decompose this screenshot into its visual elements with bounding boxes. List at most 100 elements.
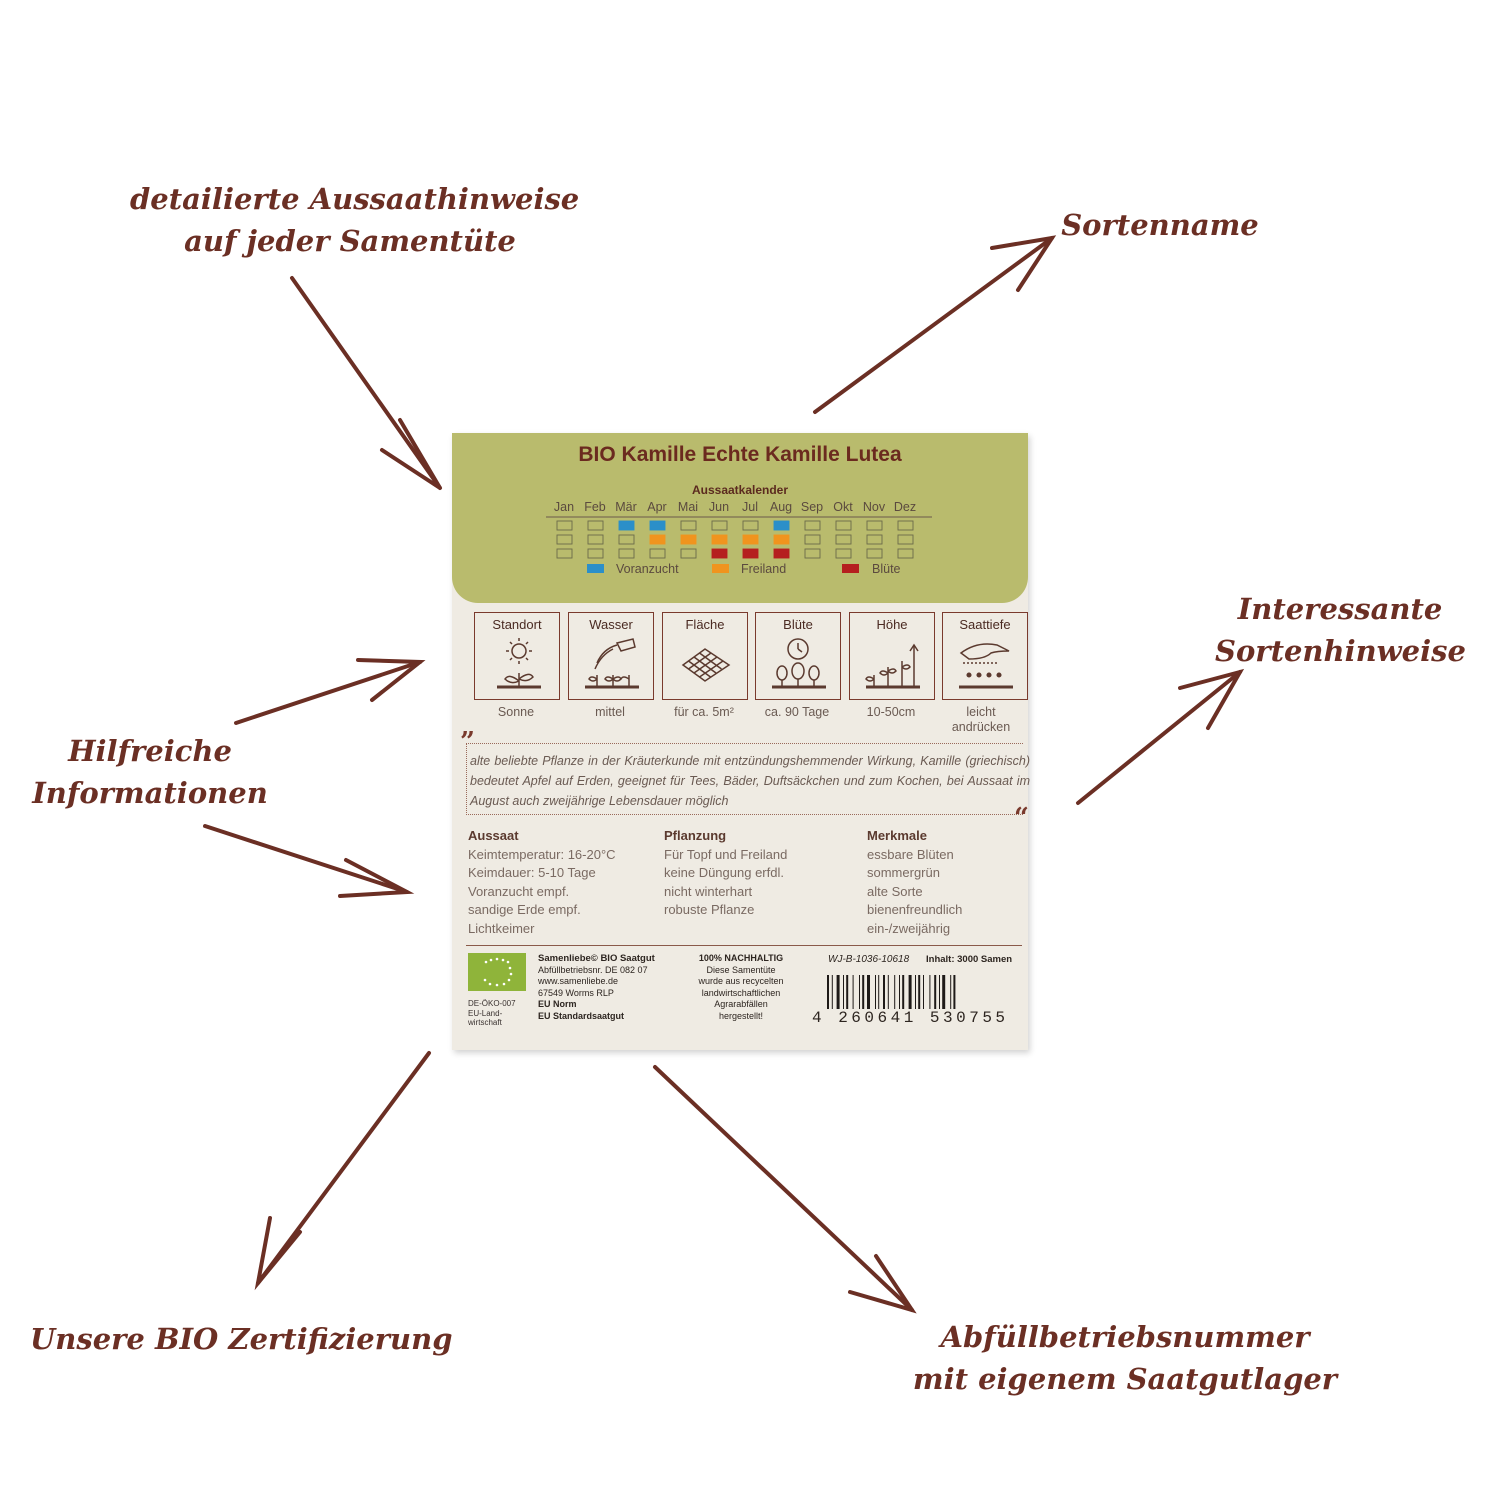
legend-label-voranzucht: Voranzucht bbox=[616, 562, 679, 576]
calendar-month-apr: Apr bbox=[647, 500, 666, 514]
sustainability-note: 100% NACHHALTIG Diese Samentüte wurde au… bbox=[686, 953, 796, 1022]
icon-box-bluete: Blüte bbox=[755, 612, 841, 700]
calendar-cell-bluete bbox=[773, 548, 790, 559]
height-arrow-icon bbox=[865, 643, 920, 689]
calendar-cell-voranzucht bbox=[711, 520, 728, 531]
aussaat-item: sandige Erde empf. bbox=[468, 902, 581, 917]
calendar-cell-bluete bbox=[742, 548, 759, 559]
callout-interesting-line2: Sortenhinweise bbox=[1215, 634, 1466, 668]
merkmale-item: bienenfreundlich bbox=[867, 902, 963, 917]
calendar-cell-freiland bbox=[897, 534, 914, 545]
arrow-helpful-2 bbox=[203, 824, 409, 894]
pflanzung-item: robuste Pflanze bbox=[664, 902, 755, 917]
icon-value-wasser: mittel bbox=[595, 705, 625, 719]
callout-hints-line2: auf jeder Samentüte bbox=[184, 224, 516, 258]
calendar-title: Aussaatkalender bbox=[691, 483, 789, 497]
calendar-cell-bluete bbox=[897, 548, 914, 559]
calendar-cell-voranzucht bbox=[773, 520, 790, 531]
arrow-helpful-2-head bbox=[338, 858, 415, 898]
seed-packet: BIO Kamille Echte Kamille Lutea Aussaatk… bbox=[452, 433, 1030, 1050]
clock-plant-icon bbox=[772, 638, 826, 689]
barcode-bar bbox=[915, 975, 916, 1009]
icon-value-saattiefe: leicht andrücken bbox=[951, 705, 1011, 734]
variety-description: alte beliebte Pflanze in der Kräuterkund… bbox=[470, 754, 1030, 808]
calendar-cell-voranzucht bbox=[649, 520, 666, 531]
merkmale-item: sommergrün bbox=[867, 865, 940, 880]
icon-box-label: Standort bbox=[492, 617, 542, 632]
legend-label-bluete: Blüte bbox=[872, 562, 901, 576]
merkmale-title: Merkmale bbox=[867, 828, 927, 843]
pflanzung-item: nicht winterhart bbox=[664, 883, 753, 899]
producer-info: Samenliebe© BIO Saatgut Abfüllbetriebsnr… bbox=[538, 953, 655, 1022]
barcode-bar bbox=[929, 975, 931, 1009]
eu-organic-logo bbox=[468, 953, 526, 991]
calendar-cell-voranzucht bbox=[866, 520, 883, 531]
calendar-cell-freiland bbox=[649, 534, 666, 545]
calendar-month-feb: Feb bbox=[584, 500, 606, 514]
barcode-bar bbox=[894, 975, 896, 1009]
calendar-cell-bluete bbox=[649, 548, 666, 559]
sustainable-line: landwirtschaftlichen bbox=[701, 987, 781, 998]
quote-frame bbox=[466, 743, 1023, 815]
barcode-bar bbox=[846, 975, 849, 1009]
seed-content: Inhalt: 3000 Samen bbox=[926, 954, 1013, 965]
footer-divider bbox=[466, 945, 1022, 946]
calendar-cell-voranzucht bbox=[618, 520, 635, 531]
watering-can-icon bbox=[585, 638, 639, 689]
icon-box-label: Höhe bbox=[876, 617, 908, 632]
barcode-bar bbox=[908, 975, 912, 1009]
calendar-month-okt: Okt bbox=[833, 500, 853, 514]
pflanzung-title: Pflanzung bbox=[664, 828, 727, 843]
barcode-bar bbox=[827, 975, 829, 1009]
arrow-bio-head bbox=[254, 1216, 302, 1291]
barcode-bar bbox=[883, 975, 885, 1009]
pflanzung-item: keine Düngung erfdl. bbox=[664, 865, 784, 880]
calendar-cell-bluete bbox=[618, 548, 635, 559]
aussaat-item: Keimtemperatur: 16-20°C bbox=[468, 846, 616, 862]
callout-hints: detailierte Aussaathinweise auf jeder Sa… bbox=[130, 178, 579, 262]
calendar-cell-bluete bbox=[804, 548, 821, 559]
brand-name: Samenliebe© BIO Saatgut bbox=[538, 953, 655, 964]
eu-code-line: DE-ÖKO-007 bbox=[468, 999, 516, 1008]
calendar-cell-freiland bbox=[711, 534, 728, 545]
calendar-month-mai: Mai bbox=[678, 500, 698, 514]
arrow-variety bbox=[813, 236, 1054, 414]
calendar-cell-voranzucht bbox=[556, 520, 573, 531]
legend-swatch-freiland bbox=[712, 564, 729, 573]
calendar-cell-bluete bbox=[711, 548, 728, 559]
calendar-cell-bluete bbox=[680, 548, 697, 559]
aussaat-item: Voranzucht empf. bbox=[468, 883, 570, 899]
icon-box-flaeche: Fläche bbox=[662, 612, 748, 700]
callout-filling: Abfüllbetriebsnummer mit eigenem Saatgut… bbox=[910, 1316, 1340, 1400]
icon-box-label: Saattiefe bbox=[959, 617, 1011, 632]
barcode-bar bbox=[862, 975, 865, 1009]
arrow-interesting-head bbox=[1178, 668, 1245, 730]
icon-value-hoehe: 10-50cm bbox=[866, 705, 916, 719]
calendar-month-mär: Mär bbox=[615, 500, 637, 514]
barcode-bar bbox=[918, 975, 921, 1009]
calendar-cell-bluete bbox=[866, 548, 883, 559]
icon-box-hoehe: Höhe bbox=[849, 612, 935, 700]
icon-box-wasser: Wasser bbox=[568, 612, 654, 700]
callout-helpful: Hilfreiche Informationen bbox=[30, 730, 270, 814]
barcode-bar bbox=[836, 975, 840, 1009]
legend-swatch-voranzucht bbox=[587, 564, 604, 573]
merkmale-item: ein-/zweijährig bbox=[867, 920, 951, 936]
calendar-cell-freiland bbox=[866, 534, 883, 545]
calendar-month-jul: Jul bbox=[742, 500, 758, 514]
calendar-cell-freiland bbox=[742, 534, 759, 545]
callout-variety-name: Sortenname bbox=[1050, 204, 1270, 246]
icon-value-standort: Sonne bbox=[497, 705, 535, 719]
merkmale-column: Merkmale essbare Blüten sommergrün alte … bbox=[867, 827, 962, 938]
barcode-bar bbox=[831, 975, 833, 1009]
calendar-cell-freiland bbox=[587, 534, 604, 545]
callout-filling-line1: Abfüllbetriebsnummer bbox=[940, 1320, 1310, 1354]
calendar-cell-freiland bbox=[835, 534, 852, 545]
icon-box-standort: Standort bbox=[474, 612, 560, 700]
calendar-month-nov: Nov bbox=[863, 500, 886, 514]
norm-line: EU Norm bbox=[538, 999, 577, 1009]
calendar-cell-freiland bbox=[680, 534, 697, 545]
barcode-bar bbox=[887, 975, 889, 1009]
